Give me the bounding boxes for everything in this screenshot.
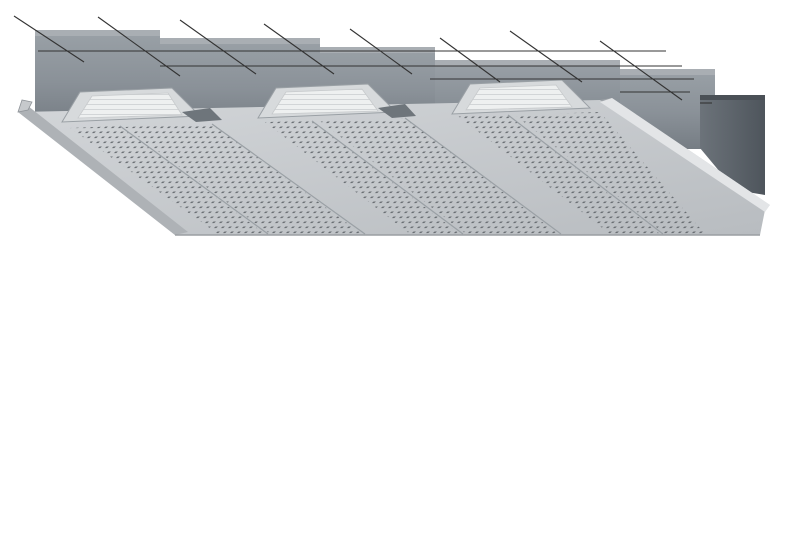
deck-end-lip	[17, 99, 33, 113]
leader-line-3	[179, 19, 257, 75]
batt-insulation-2	[271, 88, 379, 115]
perforated-bands	[70, 112, 705, 234]
leader-line-7	[509, 30, 583, 83]
deck-fold-lines	[119, 114, 664, 235]
perforated-band-2	[125, 124, 362, 234]
batt-insulation-1	[77, 92, 183, 119]
perforated-band-4	[320, 118, 558, 234]
deck-rib-1	[61, 87, 222, 123]
leader-line-1	[13, 15, 85, 63]
insulation-block-end-face	[700, 95, 765, 195]
leader-line-6	[439, 37, 501, 83]
perforated-band-5	[458, 115, 660, 234]
batt-insulation-3	[465, 84, 573, 111]
deck-rib-2	[257, 83, 416, 119]
deck-rib-3	[451, 79, 592, 115]
deck-ribs	[17, 79, 592, 123]
deck-front-edge	[18, 106, 188, 235]
blank-area	[0, 245, 805, 548]
perforated-band-3	[265, 121, 460, 234]
leader-lines	[13, 15, 712, 104]
perforated-band-6	[515, 112, 705, 234]
perforated-band-1	[70, 126, 265, 234]
